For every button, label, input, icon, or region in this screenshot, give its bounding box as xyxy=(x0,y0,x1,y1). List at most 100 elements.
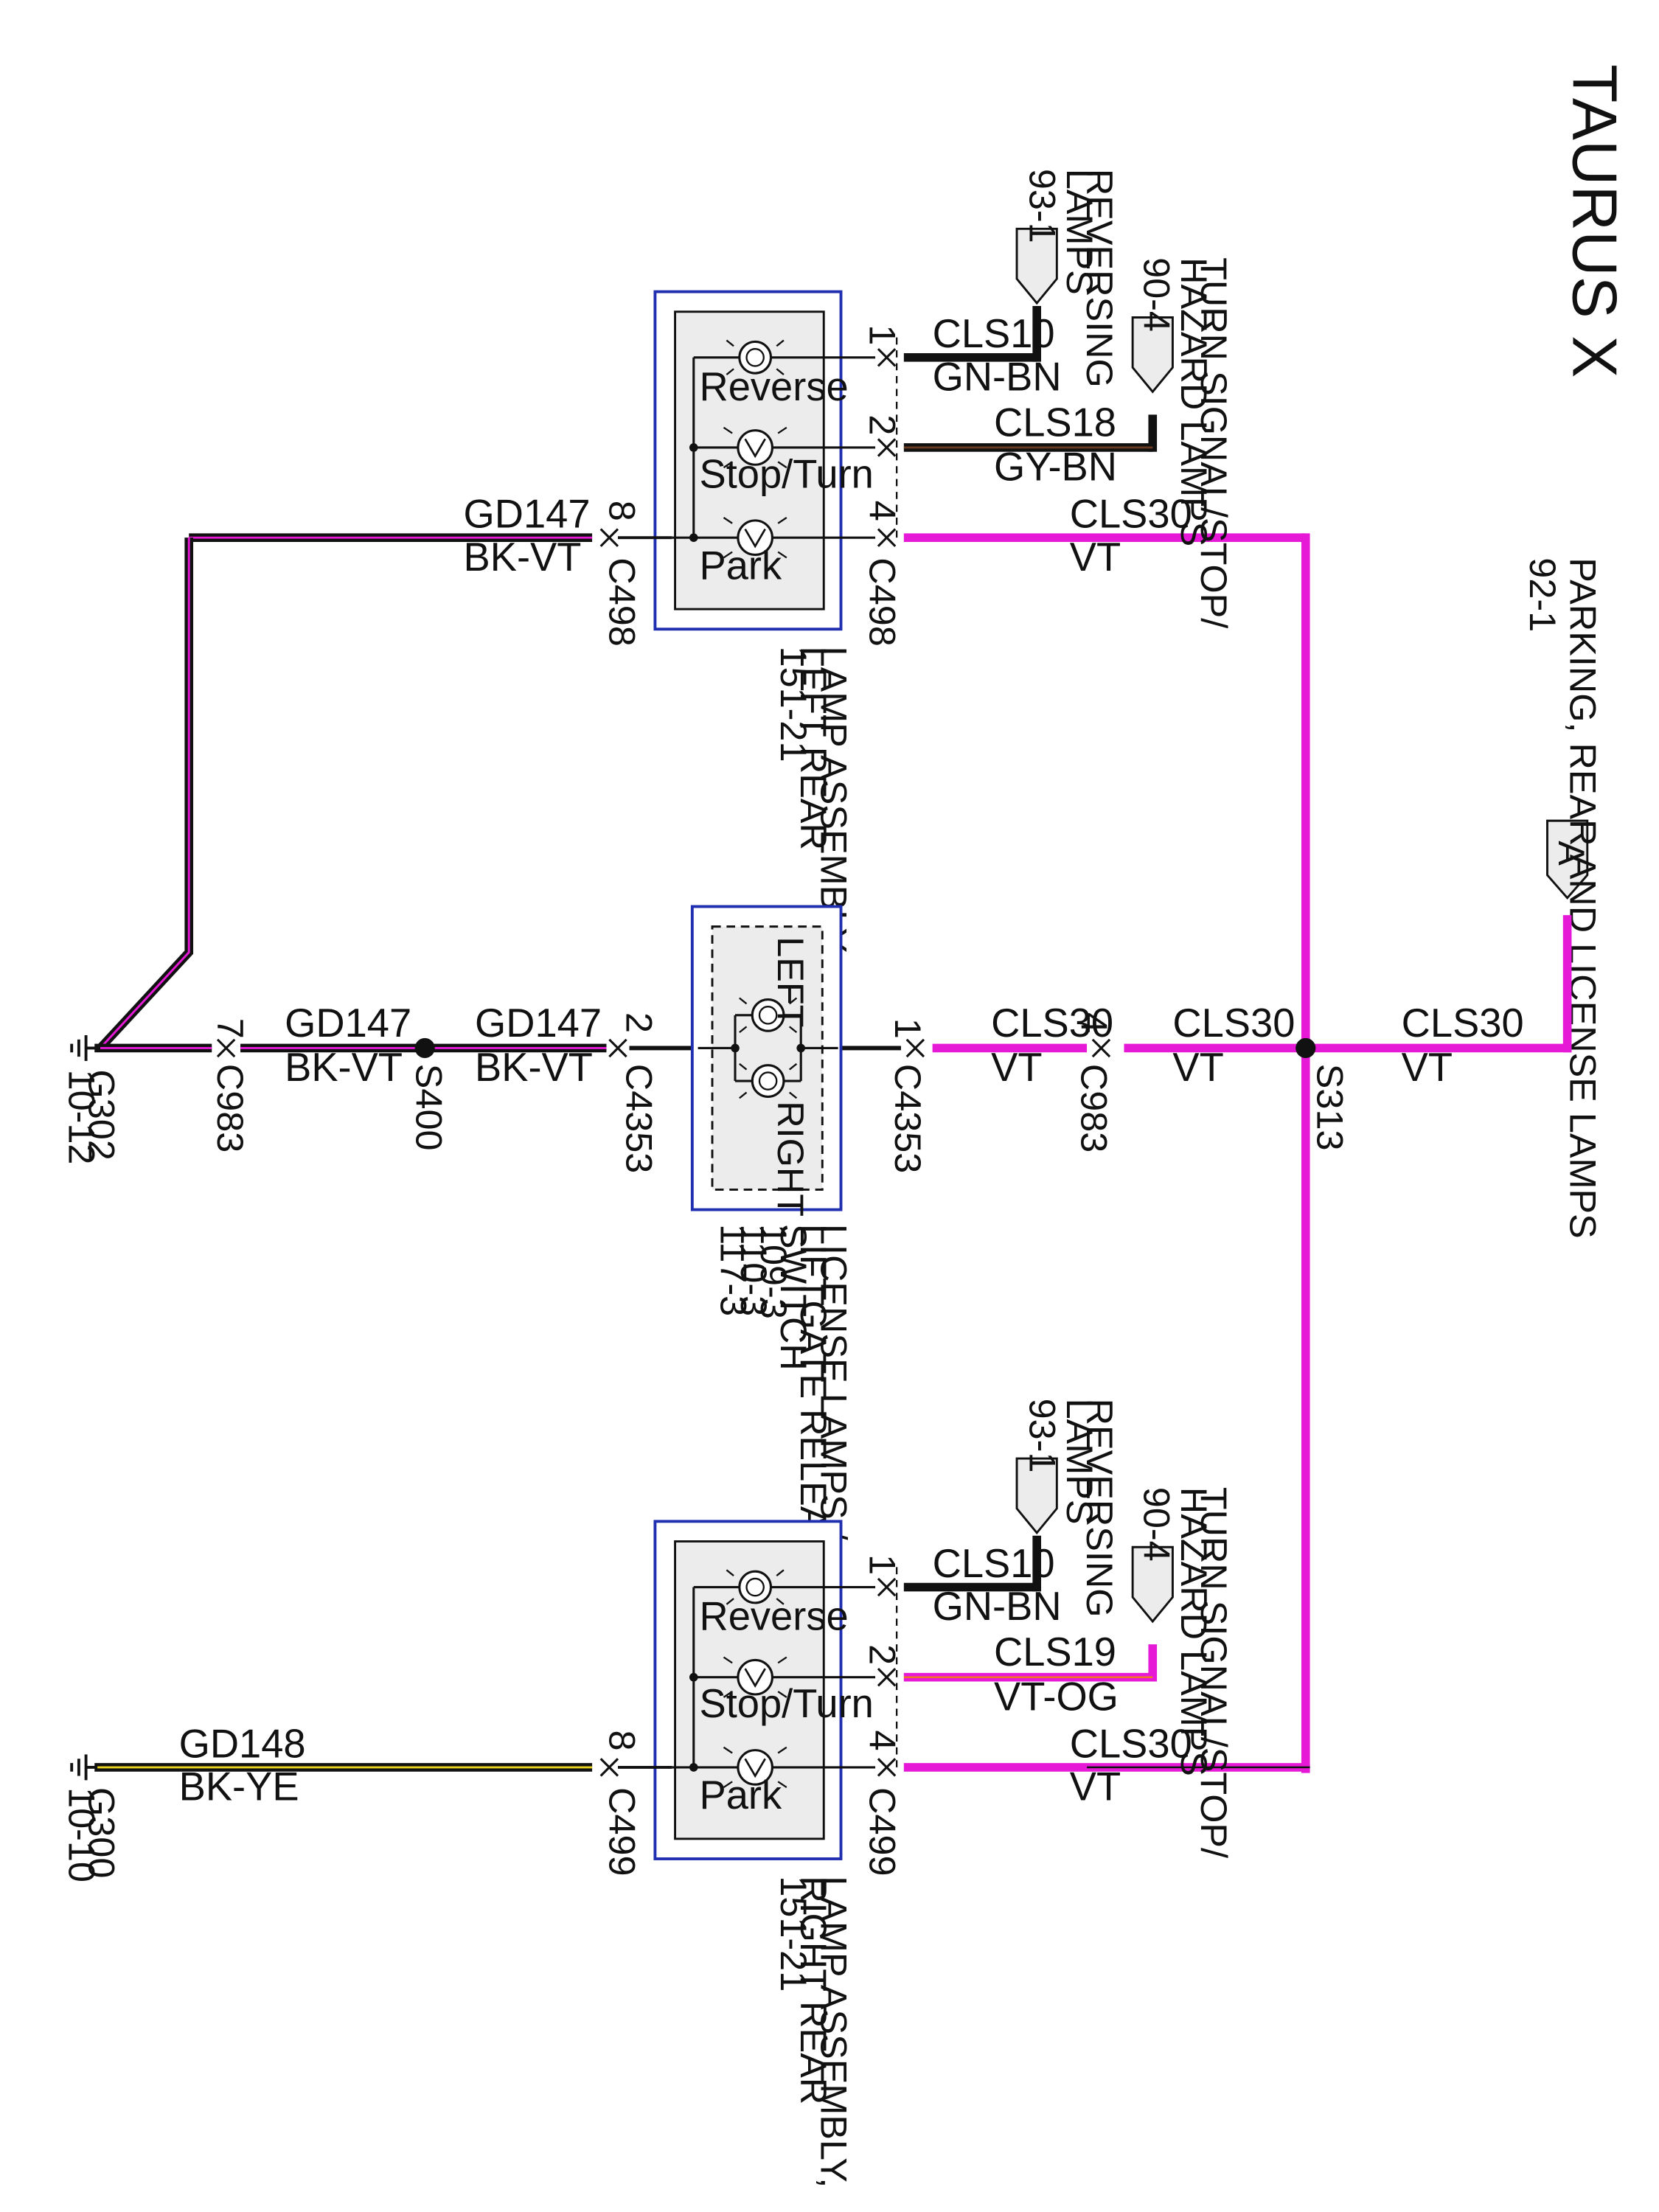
wire-color: GY-BN xyxy=(994,445,1117,490)
pin-number: 1 xyxy=(887,1018,929,1039)
wire-circuit: CLS18 xyxy=(994,400,1116,445)
component-title: 151-21 xyxy=(773,647,815,762)
splice-s400: S400 xyxy=(408,1037,451,1151)
connector-a-letter: A xyxy=(1551,841,1593,866)
left-lamp-wires: CLS10 GN-BN CLS18 GY-BN CLS30 VT GD147 B… xyxy=(189,305,1306,580)
connector-label: C983 xyxy=(1073,1064,1115,1153)
pin-number: 4 xyxy=(1073,1012,1115,1033)
wire-circuit: CLS19 xyxy=(994,1630,1116,1674)
wire-color: BK-VT xyxy=(285,1045,403,1090)
wire-circuit: GD147 xyxy=(285,1001,411,1046)
wire-color: VT xyxy=(1070,1764,1121,1809)
ref-page: 93-1 xyxy=(1021,1399,1063,1473)
wire-color: VT xyxy=(1402,1045,1453,1090)
lamp-label-reverse: Reverse xyxy=(700,364,849,409)
ref-title: TURN SIGNAL/STOP/ xyxy=(1193,257,1235,628)
pin-number: 2 xyxy=(619,1012,661,1033)
connector-label: C498 xyxy=(601,557,643,647)
wire-color: VT-OG xyxy=(994,1674,1119,1719)
pin-number: 8 xyxy=(601,1730,643,1750)
pin-number: 4 xyxy=(861,501,903,521)
pin-number: 2 xyxy=(861,414,903,435)
ref-page: 90-4 xyxy=(1136,257,1178,332)
pin-number: 1 xyxy=(861,1554,903,1575)
ground-g300: G300 10-10 xyxy=(60,1754,122,1882)
ref-page: 92-1 xyxy=(1522,557,1564,632)
connector-label: C983 xyxy=(209,1064,251,1153)
ground-label: G300 xyxy=(80,1787,122,1878)
component-title: LEFT REAR xyxy=(793,647,835,850)
wire-color: VT xyxy=(1070,535,1121,580)
ref-title: TURN SIGNAL/STOP/ xyxy=(1193,1487,1235,1858)
component-title: LAMP ASSEMBLY, xyxy=(813,1876,855,2188)
wire-circuit: CLS30 xyxy=(1070,492,1192,537)
wire-circuit: CLS30 xyxy=(1070,1721,1192,1766)
wire-circuit: GD147 xyxy=(475,1001,602,1046)
ground-page: 10-10 xyxy=(60,1787,102,1882)
connector-label: C4353 xyxy=(619,1064,661,1174)
splice-label: S400 xyxy=(408,1064,451,1151)
wire-circuit: GD148 xyxy=(179,1721,306,1766)
splice-s313: S313 xyxy=(1295,1037,1351,1151)
right-reversing-lamps-ref[interactable]: REVERSING LAMPS 93-1 xyxy=(1015,1399,1121,1618)
connector-label: C498 xyxy=(861,557,903,647)
ref-title: REVERSING xyxy=(1079,169,1121,388)
component-title: SWITCH xyxy=(773,1224,815,1371)
cls30-bus xyxy=(903,533,1310,1773)
lamp-label-stop-turn: Stop/Turn xyxy=(700,451,874,496)
pin-number: 8 xyxy=(601,501,643,521)
connector-label: C499 xyxy=(861,1787,903,1877)
pin-number: 2 xyxy=(861,1644,903,1665)
page-title: TAURUS X xyxy=(1559,64,1629,378)
ref-title: PARKING, REAR AND LICENSE LAMPS xyxy=(1562,557,1604,1238)
ref-title: HAZARD LAMPS xyxy=(1173,1487,1215,1776)
license-lamps-liftgate-switch: LEFT RIGHT 1 C4353 2 C4353 LICENSE LAMPS… xyxy=(608,905,929,1581)
pin-number: 7 xyxy=(209,1018,251,1039)
ref-page: 90-4 xyxy=(1136,1487,1178,1562)
lamp-label-reverse: Reverse xyxy=(700,1594,849,1639)
ref-title: REVERSING xyxy=(1079,1399,1121,1618)
lamp-label-park: Park xyxy=(700,543,782,588)
lamp-label-park: Park xyxy=(700,1773,782,1818)
wire-circuit: GD147 xyxy=(464,492,591,537)
ground-g302: G302 10-12 xyxy=(60,1035,122,1164)
wire-color: BK-YE xyxy=(179,1764,299,1809)
left-rear-lamp-assembly: Reverse Stop/Turn Park 1 2 4 C498 8 C498… xyxy=(599,290,903,959)
component-title: 109-3 xyxy=(753,1224,795,1319)
component-title: 110-3 xyxy=(733,1224,775,1316)
component-title: RIGHT REAR xyxy=(793,1876,835,2104)
ref-title: LAMPS xyxy=(1059,169,1101,295)
ground-page: 10-12 xyxy=(60,1070,102,1165)
pin-number: 1 xyxy=(861,324,903,345)
license-right-label: RIGHT xyxy=(770,1101,812,1217)
wire-circuit: CLS30 xyxy=(991,1001,1113,1046)
wire-color: BK-VT xyxy=(464,535,582,580)
pin-number: 4 xyxy=(861,1730,903,1750)
connector-c983-in: 4 C983 xyxy=(1073,1012,1115,1152)
right-turn-signal-ref[interactable]: TURN SIGNAL/STOP/ HAZARD LAMPS 90-4 xyxy=(1131,1487,1235,1858)
license-left-label: LEFT xyxy=(770,936,812,1027)
middle-wires: CLS30 VT CLS30 VT CLS30 VT GD147 BK-VT G… xyxy=(94,915,1572,1090)
wire-color: GN-BN xyxy=(933,1584,1062,1629)
wire-circuit: CLS30 xyxy=(1402,1001,1524,1046)
right-rear-lamp-assembly: Reverse Stop/Turn Park 1 2 4 C499 8 C499… xyxy=(599,1520,903,2188)
component-title: LICENSE LAMPS / xyxy=(813,1224,855,1540)
parking-rear-license-lamps-ref[interactable]: A PARKING, REAR AND LICENSE LAMPS 92-1 xyxy=(1522,557,1604,1238)
connector-label: C4353 xyxy=(887,1064,929,1174)
wire-color: GN-BN xyxy=(933,354,1062,399)
left-reversing-lamps-ref[interactable]: REVERSING LAMPS 93-1 xyxy=(1015,169,1121,388)
wire-color: BK-VT xyxy=(475,1045,593,1090)
connector-label: C499 xyxy=(601,1787,643,1877)
ref-title: LAMPS xyxy=(1059,1399,1101,1525)
wire-color: VT xyxy=(1172,1045,1223,1090)
ground-label: G302 xyxy=(80,1070,122,1161)
splice-label: S313 xyxy=(1309,1064,1351,1151)
component-title: 117-3 xyxy=(713,1224,755,1316)
component-title: 151-21 xyxy=(773,1876,815,1992)
wire-circuit: CLS10 xyxy=(933,311,1055,356)
left-turn-signal-ref[interactable]: TURN SIGNAL/STOP/ HAZARD LAMPS 90-4 xyxy=(1131,257,1235,628)
lamp-label-stop-turn: Stop/Turn xyxy=(700,1681,874,1726)
ref-title: HAZARD LAMPS xyxy=(1173,257,1215,546)
right-lamp-wires: CLS10 GN-BN CLS19 VT-OG CLS30 VT GD148 B… xyxy=(94,1535,1192,1809)
